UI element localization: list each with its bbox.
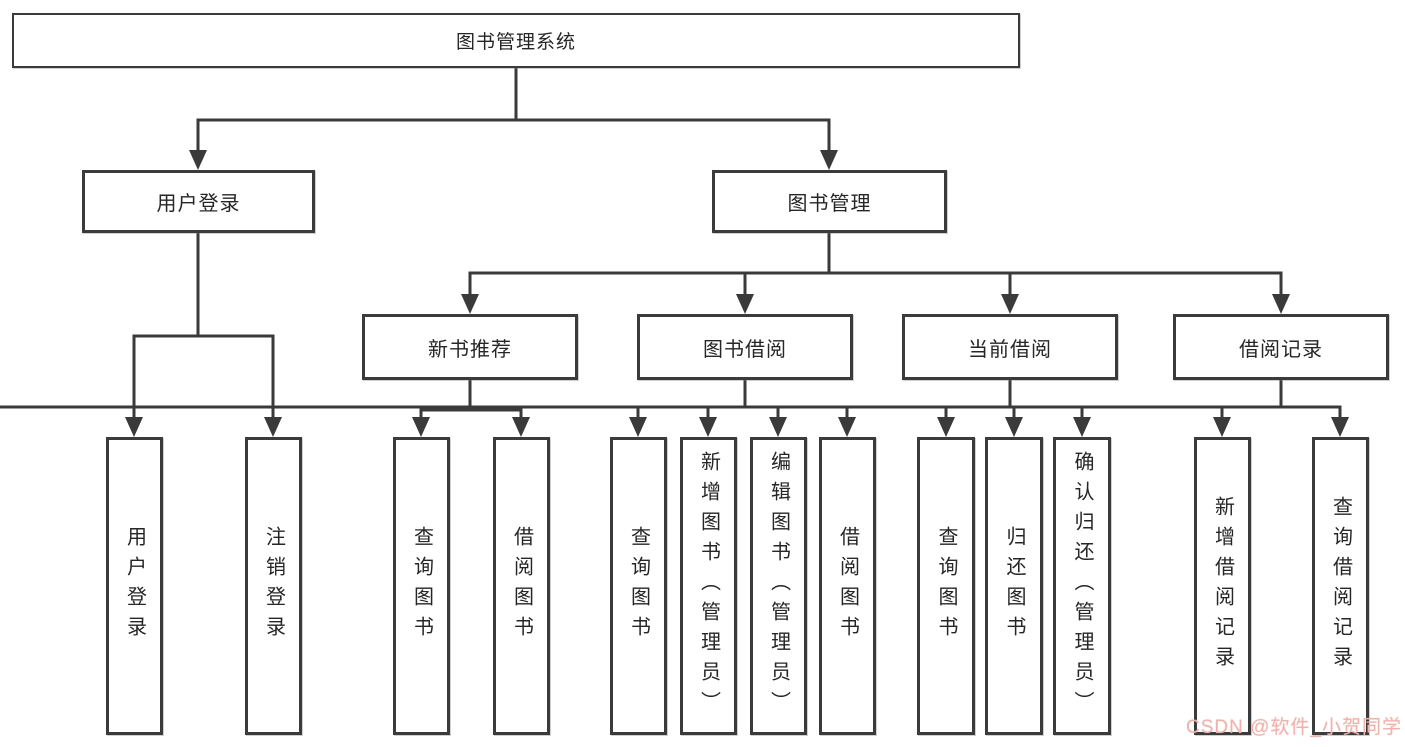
- leaf-borrow-borrow-books: 借阅图书: [819, 437, 876, 735]
- leaf-borrow-edit-books-admin-label: 编辑图书（管理员）: [767, 451, 790, 721]
- leaf-recommend-borrow-books: 借阅图书: [493, 437, 550, 735]
- leaf-records-query-record: 查询借阅记录: [1312, 437, 1369, 735]
- leaf-user-login-label: 用户登录: [123, 526, 146, 646]
- leaf-user-login: 用户登录: [106, 437, 163, 735]
- node-new-book-recommendation: 新书推荐: [362, 314, 578, 380]
- node-user-login: 用户登录: [82, 170, 315, 233]
- node-book-management: 图书管理: [712, 170, 947, 233]
- node-borrowing-records-label: 借阅记录: [1239, 338, 1323, 361]
- leaf-current-query-books: 查询图书: [917, 437, 975, 735]
- leaf-borrow-query-books: 查询图书: [610, 437, 667, 735]
- leaf-borrow-borrow-books-label: 借阅图书: [836, 526, 859, 646]
- leaf-records-add-record: 新增借阅记录: [1194, 437, 1251, 735]
- node-current-borrowing-label: 当前借阅: [968, 338, 1052, 361]
- leaf-logout: 注销登录: [245, 437, 302, 735]
- watermark: CSDN @软件_小贺同学: [1186, 717, 1402, 738]
- leaf-current-query-books-label: 查询图书: [935, 526, 957, 646]
- leaf-borrow-add-books-admin: 新增图书（管理员）: [680, 437, 737, 735]
- leaf-borrow-add-books-admin-label: 新增图书（管理员）: [697, 451, 720, 721]
- node-current-borrowing: 当前借阅: [902, 314, 1118, 380]
- node-library-system-label: 图书管理系统: [455, 32, 576, 53]
- leaf-logout-label: 注销登录: [262, 526, 285, 646]
- node-library-system: 图书管理系统: [12, 13, 1020, 68]
- node-user-login-label: 用户登录: [156, 193, 241, 215]
- node-new-book-recommendation-label: 新书推荐: [428, 338, 512, 361]
- leaf-current-confirm-return-admin-label: 确认归还（管理员）: [1071, 451, 1093, 721]
- node-book-management-label: 图书管理: [787, 193, 872, 215]
- leaf-recommend-borrow-books-label: 借阅图书: [510, 526, 533, 646]
- leaf-records-query-record-label: 查询借阅记录: [1329, 496, 1352, 676]
- leaf-recommend-query-books: 查询图书: [393, 437, 450, 735]
- node-book-borrowing: 图书借阅: [637, 314, 853, 380]
- node-book-borrowing-label: 图书借阅: [703, 338, 787, 361]
- leaf-current-return-books: 归还图书: [985, 437, 1043, 735]
- leaf-current-return-books-label: 归还图书: [1003, 526, 1025, 646]
- leaf-borrow-edit-books-admin: 编辑图书（管理员）: [750, 437, 807, 735]
- node-borrowing-records: 借阅记录: [1173, 314, 1389, 380]
- leaf-recommend-query-books-label: 查询图书: [410, 526, 433, 646]
- leaf-current-confirm-return-admin: 确认归还（管理员）: [1053, 437, 1111, 735]
- leaf-borrow-query-books-label: 查询图书: [627, 526, 650, 646]
- leaf-records-add-record-label: 新增借阅记录: [1211, 496, 1234, 676]
